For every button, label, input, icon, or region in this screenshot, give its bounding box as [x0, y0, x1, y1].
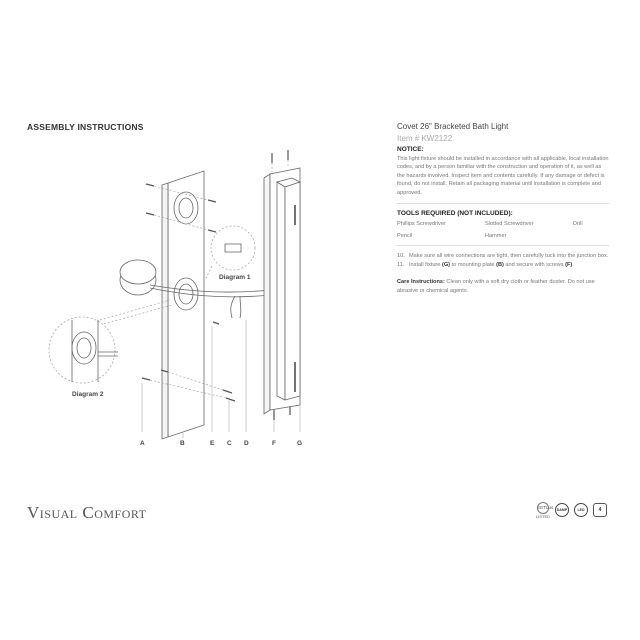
notice-text: This light fixture should be installed i…: [397, 156, 609, 196]
care-instructions: Care Instructions: Clean only with a sof…: [397, 278, 609, 295]
led-icon: LED: [574, 503, 588, 517]
brand-logo: Visual Comfort: [27, 503, 147, 522]
tool-item: Hammer: [485, 233, 507, 240]
care-label: Care Instructions:: [397, 279, 445, 286]
step-number: 11.: [397, 261, 405, 268]
step-text: Install fixture (G) to mounting plate (B…: [409, 261, 574, 268]
steps-list: 10. Make sure all wire connections are t…: [397, 252, 609, 269]
tool-item: Pencil: [397, 233, 413, 240]
step-10: 10. Make sure all wire connections are t…: [397, 252, 609, 261]
damp-rated-icon: DAMP: [555, 503, 569, 517]
notice-heading: NOTICE:: [397, 146, 424, 153]
care-text: Clean only with a soft dry cloth or feat…: [397, 279, 595, 294]
part-label-f: F: [272, 440, 276, 447]
tool-item: [573, 233, 609, 239]
number-badge-icon: 4: [593, 503, 607, 517]
step-text: Make sure all wire connections are tight…: [409, 253, 609, 260]
section-title: ASSEMBLY INSTRUCTIONS: [27, 122, 144, 132]
certification-badges: cETLus LISTED DAMP LED 4: [536, 502, 607, 519]
part-label-g: G: [297, 440, 302, 447]
diagram-1-label: Diagram 1: [219, 274, 251, 281]
diagram-2-label: Diagram 2: [72, 391, 104, 398]
tool-item: Phillips Screwdriver: [397, 221, 446, 228]
tool-item: Slotted Screwdriver: [485, 221, 534, 228]
tools-heading: TOOLS REQUIRED (NOT INCLUDED):: [397, 210, 513, 218]
part-label-a: A: [140, 440, 145, 447]
tools-list: Phillips Screwdriver Slotted Screwdriver…: [397, 221, 609, 239]
tool-item: Drill: [573, 221, 583, 228]
item-number: Item # KW2122: [397, 134, 453, 143]
divider: [397, 245, 609, 247]
step-11: 11. Install fixture (G) to mounting plat…: [397, 261, 609, 270]
product-title: Covet 26" Bracketed Bath Light: [397, 122, 509, 131]
step-number: 10.: [397, 253, 405, 260]
part-label-c: C: [227, 440, 232, 447]
part-label-b: B: [180, 440, 185, 447]
instructions-panel: Covet 26" Bracketed Bath Light Item # KW…: [397, 122, 609, 295]
part-label-d: D: [244, 440, 249, 447]
etl-listed-icon: cETLus LISTED: [536, 502, 553, 519]
divider: [397, 203, 609, 205]
part-label-e: E: [210, 440, 215, 447]
